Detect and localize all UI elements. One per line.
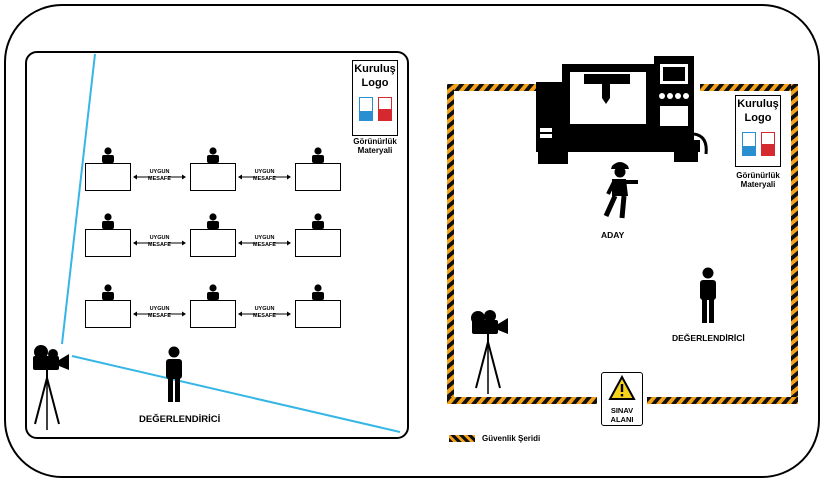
assessor-label-right: DEĞERLENDİRİCİ [672, 333, 745, 343]
distance-label-line1: UYGUN [149, 235, 170, 241]
visibility-line2: Materyali [740, 180, 776, 189]
distance-arrow [238, 240, 291, 246]
distance-label-line2: MESAFE [148, 313, 171, 319]
assessor-person-icon [166, 346, 182, 402]
desk [85, 300, 131, 328]
distance-label-line2: MESAFE [253, 242, 276, 248]
visibility-line1: Görünürlük [736, 171, 780, 180]
exam-room-left [25, 51, 409, 439]
assessor-person-icon [700, 267, 716, 323]
visibility-line1: Görünürlük [353, 137, 397, 146]
distance-arrow [133, 174, 186, 180]
student-person-icon [100, 147, 116, 168]
desk [295, 163, 341, 191]
distance-label-line1: UYGUN [254, 169, 275, 175]
student-person-icon [205, 147, 221, 168]
desk [190, 229, 236, 257]
logo-title-line2: Logo [744, 112, 772, 124]
safety-tape-legend-swatch [449, 435, 475, 442]
worker-icon [603, 162, 638, 219]
distance-label-line2: MESAFE [253, 176, 276, 182]
myk-badge-icon [358, 97, 373, 121]
sign-line2: ALANI [610, 415, 634, 424]
myk-badge-icon [741, 132, 756, 156]
visibility-material-left: Görünürlük Materyali [345, 137, 405, 155]
distance-label-line1: UYGUN [254, 235, 275, 241]
student-person-icon [310, 213, 326, 234]
distance-label-line1: UYGUN [149, 306, 170, 312]
outer-frame [4, 4, 820, 478]
distance-arrow [238, 311, 291, 317]
distance-arrow [133, 240, 186, 246]
desk [85, 163, 131, 191]
distance-arrow [238, 174, 291, 180]
logo-title-line1: Kuruluş [354, 63, 396, 75]
student-person-icon [100, 213, 116, 234]
student-person-icon [310, 147, 326, 168]
warning-icon [608, 374, 636, 400]
distance-label-line1: UYGUN [149, 169, 170, 175]
distance-label-line2: MESAFE [148, 176, 171, 182]
distance-label-line1: UYGUN [254, 306, 275, 312]
visibility-material-right: Görünürlük Materyali [728, 171, 788, 189]
student-person-icon [310, 284, 326, 305]
exam-area-sign: SINAV ALANI [601, 372, 643, 426]
desk [295, 300, 341, 328]
desk [85, 229, 131, 257]
student-person-icon [100, 284, 116, 305]
cnc-machine-icon [536, 56, 708, 164]
logo-title-line2: Logo [361, 77, 389, 89]
tse-badge-icon [377, 97, 392, 121]
candidate-label: ADAY [601, 230, 625, 240]
sign-line1: SINAV [610, 406, 634, 415]
distance-arrow [133, 311, 186, 317]
org-logo-right: Kuruluş Logo [735, 95, 781, 167]
distance-label-line2: MESAFE [253, 313, 276, 319]
distance-label-line2: MESAFE [148, 242, 171, 248]
camera-tripod-icon [33, 345, 69, 430]
tse-badge-icon [760, 132, 775, 156]
student-person-icon [205, 213, 221, 234]
desk [190, 300, 236, 328]
desk [190, 163, 236, 191]
student-person-icon [205, 284, 221, 305]
camera-tripod-icon [471, 310, 508, 394]
safety-tape-legend-label: Güvenlik Şeridi [482, 434, 541, 443]
logo-title-line1: Kuruluş [737, 98, 779, 110]
assessor-label-left: DEĞERLENDİRİCİ [139, 414, 221, 425]
visibility-line2: Materyali [357, 146, 393, 155]
org-logo-left: Kuruluş Logo [352, 60, 398, 136]
desk [295, 229, 341, 257]
